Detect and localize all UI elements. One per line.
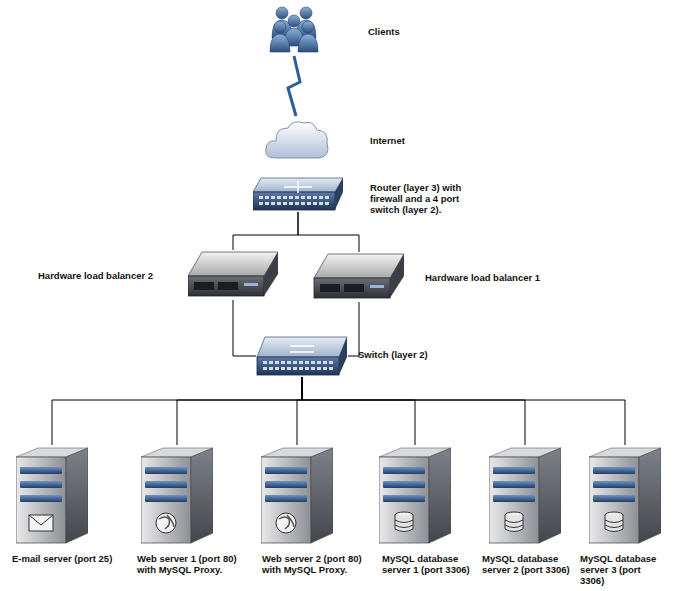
cloud-icon [263,118,331,162]
node-label: MySQL database server 2 (port 3306) [482,553,574,575]
network-cable [177,377,302,445]
database-server: MySQL database server 1 (port 3306) [379,445,451,545]
label-holder: MySQL database server 1 (port 3306) [382,553,474,575]
node-label: Router (layer 3) with firewall and a 4 p… [370,182,472,215]
router-device: Router (layer 3) with firewall and a 4 p… [253,176,343,212]
label-holder: E-mail server (port 25) [12,553,124,564]
db-drawing [589,445,661,545]
lb-icon [188,250,278,300]
web-drawing [141,445,213,545]
node-label: Web server 2 (port 80) with MySQL Proxy. [262,553,374,575]
database-server: MySQL database server 2 (port 3306) [489,445,561,545]
label-holder: MySQL database server 2 (port 3306) [482,553,574,575]
label-holder: Internet [370,135,440,146]
internet-cloud: Internet [263,118,331,162]
network-switch: Switch (layer 2) [256,335,348,377]
web-drawing [261,445,333,545]
lb-drawing [188,250,278,300]
people-drawing [268,2,320,54]
network-cable [52,377,302,445]
network-cable [348,302,359,356]
switch-icon [256,335,348,377]
web-icon [261,445,333,545]
label-holder: Hardware load balancer 1 [425,272,560,283]
mail-drawing [16,445,88,545]
db-icon [379,445,451,545]
cloud-drawing [263,118,331,162]
lightning-link [288,56,300,116]
node-label: MySQL database server 1 (port 3306) [382,553,474,575]
label-holder: Web server 1 (port 80) with MySQL Proxy. [137,553,249,575]
mail-server: E-mail server (port 25) [16,445,88,545]
node-label: Web server 1 (port 80) with MySQL Proxy. [137,553,249,575]
network-cable [302,377,525,445]
network-cable [233,300,256,356]
label-holder: Hardware load balancer 2 [38,270,173,281]
db-drawing [489,445,561,545]
load-balancer: Hardware load balancer 1 [313,252,405,302]
node-label: E-mail server (port 25) [12,553,124,564]
network-cable [302,377,415,445]
node-label: Internet [370,135,440,146]
node-label: Hardware load balancer 1 [425,272,560,283]
network-cable [298,212,359,252]
lb-icon [313,252,405,302]
people-icon [268,2,320,54]
db-icon [589,445,661,545]
web-server: Web server 2 (port 80) with MySQL Proxy. [261,445,333,545]
network-cable [233,212,298,250]
label-holder: MySQL database server 3 (port 3306) [580,553,664,586]
label-holder: Router (layer 3) with firewall and a 4 p… [370,182,472,215]
node-label: Hardware load balancer 2 [38,270,173,281]
node-label: Switch (layer 2) [358,349,453,360]
label-holder: Web server 2 (port 80) with MySQL Proxy. [262,553,374,575]
network-cable [297,377,302,445]
client-group: Clients [268,2,320,54]
node-label: Clients [368,26,438,37]
network-cable [302,377,625,445]
node-label: MySQL database server 3 (port 3306) [580,553,664,586]
web-server: Web server 1 (port 80) with MySQL Proxy. [141,445,213,545]
load-balancer: Hardware load balancer 2 [188,250,278,300]
web-icon [141,445,213,545]
label-holder: Switch (layer 2) [358,349,453,360]
mail-icon [16,445,88,545]
lb-drawing [313,252,405,302]
db-icon [489,445,561,545]
router-drawing [253,176,343,212]
label-holder: Clients [368,26,438,37]
db-drawing [379,445,451,545]
database-server: MySQL database server 3 (port 3306) [589,445,661,545]
switch-drawing [256,335,348,377]
router-icon [253,176,343,212]
